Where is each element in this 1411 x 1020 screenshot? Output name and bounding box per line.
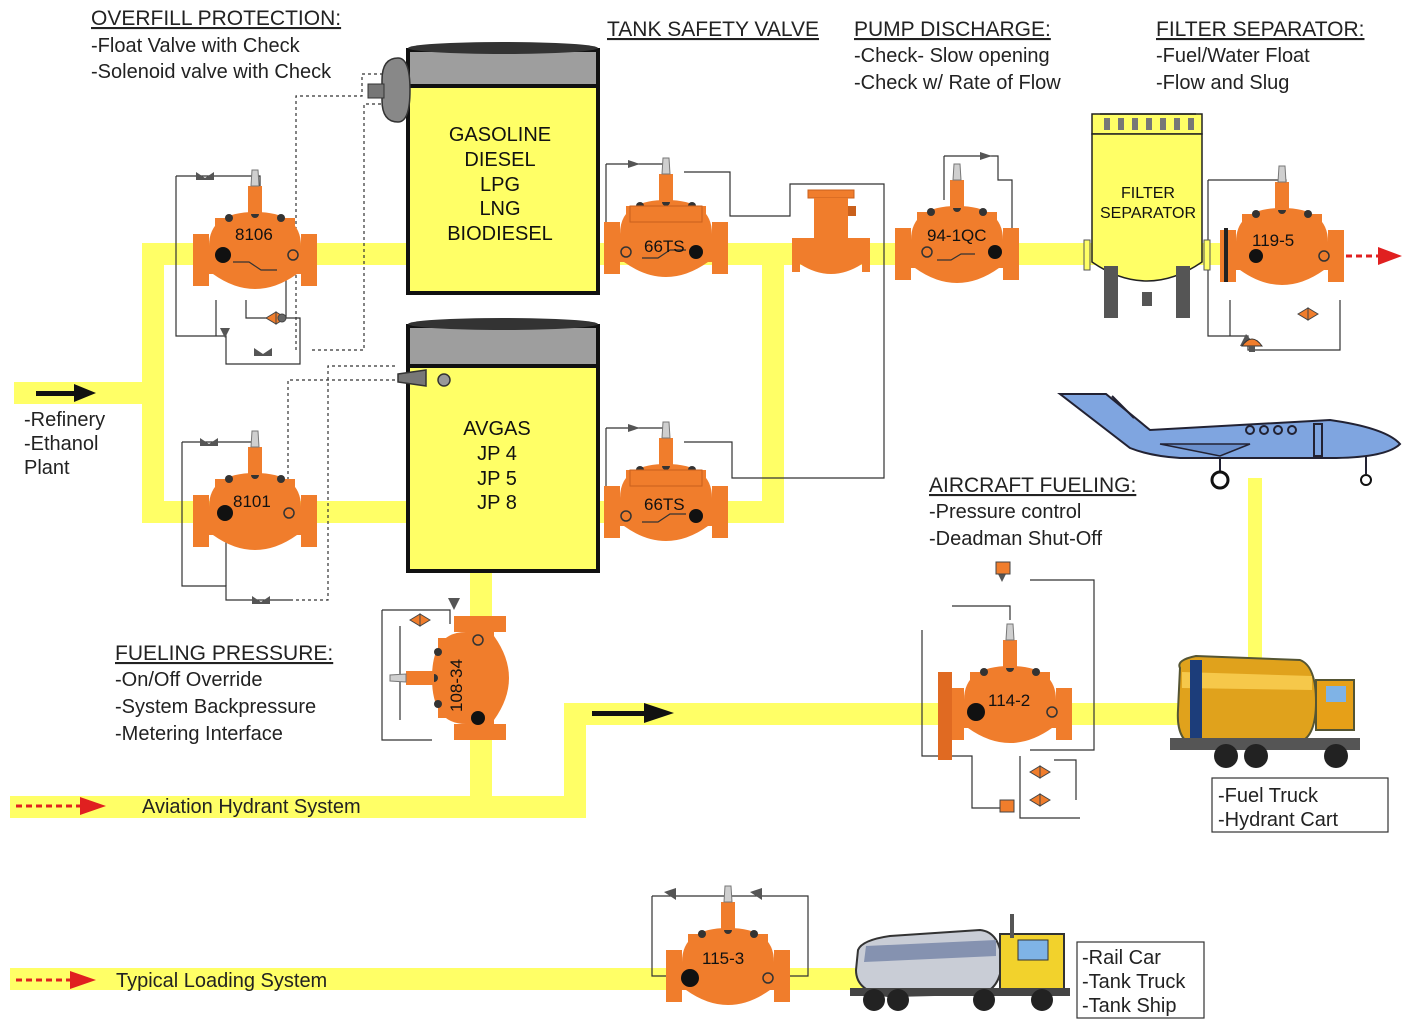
tank-product-jp4: JP 4 [477,443,517,465]
fueling-riser [564,703,586,818]
rail-label-box: -Rail Car -Tank Truck -Tank Ship [1076,941,1205,1019]
filter-separator-label-line1: FILTER [1121,185,1175,202]
valve-label-114-2: 114-2 [988,691,1030,710]
aircraft-fueling-title: AIRCRAFT FUELING: [929,474,1136,497]
aircraft-feed-pipe [1248,478,1262,668]
truck-label-fuel-truck: -Fuel Truck [1218,785,1319,807]
valve-66ts-bottom[interactable]: 66TS [603,421,729,542]
fuel-truck-icon [1170,654,1360,768]
valve-108-34[interactable]: 108-34 [389,615,510,741]
filter-separator-title: FILTER SEPARATOR: [1156,18,1364,41]
aircraft-icon [1057,393,1402,490]
hydrant-pipe [10,796,586,818]
aircraft-fueling-note: AIRCRAFT FUELING: -Pressure control -Dea… [929,474,1136,550]
pipe-network [10,243,1344,990]
truck-label-box: -Fuel Truck -Hydrant Cart [1211,777,1389,833]
valve-114-2[interactable]: 114-2 [938,623,1073,760]
loading-dashed-arrow [16,971,96,989]
needle-valve-icons [265,307,1319,813]
valve-label-119-5: 119-5 [1252,231,1294,250]
valve-label-66ts-top: 66TS [644,237,685,256]
tank-truck-icon [850,914,1070,1011]
pump-discharge-title: PUMP DISCHARGE: [854,18,1051,41]
source-ethanol: -Ethanol [24,433,99,455]
aircraft-fueling-item-2: -Deadman Shut-Off [929,528,1102,550]
outlet-dashed-arrow [1346,247,1402,265]
overfill-item-float: -Float Valve with Check [91,35,301,57]
tank-safety-valve-title: TANK SAFETY VALVE [607,18,819,41]
valve-label-115-3: 115-3 [702,949,744,968]
rail-label-tank-ship: -Tank Ship [1082,995,1177,1017]
fueling-pressure-item-1: -On/Off Override [115,669,262,691]
tank-product-jp8: JP 8 [477,492,517,514]
tank-product-biodiesel: BIODIESEL [447,223,553,245]
valve-label-94-1qc: 94-1QC [927,226,987,245]
tank-product-lpg: LPG [480,174,520,196]
fueling-flow-arrow [592,703,674,723]
valve-119-5[interactable]: 119-5 [1219,165,1345,286]
valve-94-1qc[interactable]: 94-1QC [894,163,1020,284]
pump-discharge-item-1: -Check- Slow opening [854,45,1050,67]
overfill-protection-title: OVERFILL PROTECTION: [91,7,341,30]
filter-separator-item-2: -Flow and Slug [1156,72,1289,94]
fueling-pressure-title: FUELING PRESSURE: [115,642,333,665]
inlet-flow-arrow [36,384,96,402]
rail-label-tank-truck: -Tank Truck [1082,971,1186,993]
typical-loading-label: Typical Loading System [116,970,327,992]
tank-product-lng: LNG [479,198,520,220]
filter-separator-note: FILTER SEPARATOR: -Fuel/Water Float -Flo… [1156,18,1364,94]
valve-115-3[interactable]: 115-3 [665,885,791,1006]
overfill-item-solenoid: -Solenoid valve with Check [91,61,332,83]
fueling-pressure-item-3: -Metering Interface [115,723,283,745]
fuel-tank-lower: AVGAS JP 4 JP 5 JP 8 [406,318,600,573]
aircraft-fueling-item-1: -Pressure control [929,501,1081,523]
pump-discharge-item-2: -Check w/ Rate of Flow [854,72,1061,94]
aviation-hydrant-label: Aviation Hydrant System [142,796,361,818]
valve-label-66ts-bottom: 66TS [644,495,685,514]
rail-label-rail-car: -Rail Car [1082,947,1161,969]
valve-66ts-top[interactable]: 66TS [603,157,729,278]
tank-product-avgas: AVGAS [463,418,530,440]
filter-separator-vessel: FILTER SEPARATOR [1083,113,1211,318]
valve-8101[interactable]: 8101 [192,430,318,551]
fueling-pressure-note: FUELING PRESSURE: -On/Off Override -Syst… [115,642,333,745]
tank-product-gasoline: GASOLINE [449,124,551,146]
source-label: -Refinery -Ethanol Plant [24,409,105,479]
source-plant: Plant [24,457,70,479]
fueling-pressure-item-2: -System Backpressure [115,696,316,718]
pump-discharge-note: PUMP DISCHARGE: -Check- Slow opening -Ch… [854,18,1061,94]
hydrant-dashed-arrow [16,797,106,815]
truck-label-hydrant-cart: -Hydrant Cart [1218,809,1338,831]
valve-label-8106: 8106 [235,225,273,244]
float-valve-icon [397,369,451,387]
filter-separator-item-1: -Fuel/Water Float [1156,45,1310,67]
filter-separator-label-line2: SEPARATOR [1100,205,1196,222]
pilot-dashed-lines [287,73,398,601]
float-drain-icon [1241,338,1263,352]
source-refinery: -Refinery [24,409,105,431]
loading-pipe [10,968,870,990]
tank-product-jp5: JP 5 [477,468,517,490]
valve-8106[interactable]: 8106 [192,169,318,290]
valve-label-8101: 8101 [233,492,271,511]
manifold-vertical [142,243,164,523]
valve-label-108-34: 108-34 [447,659,466,712]
tank-riser [762,265,784,523]
overfill-protection-note: OVERFILL PROTECTION: -Float Valve with C… [91,7,341,83]
solenoid-valve-icon [367,57,411,123]
fuel-tank-upper: GASOLINE DIESEL LPG LNG BIODIESEL [406,42,600,295]
pump-icon [792,189,870,274]
tank-product-diesel: DIESEL [464,149,535,171]
